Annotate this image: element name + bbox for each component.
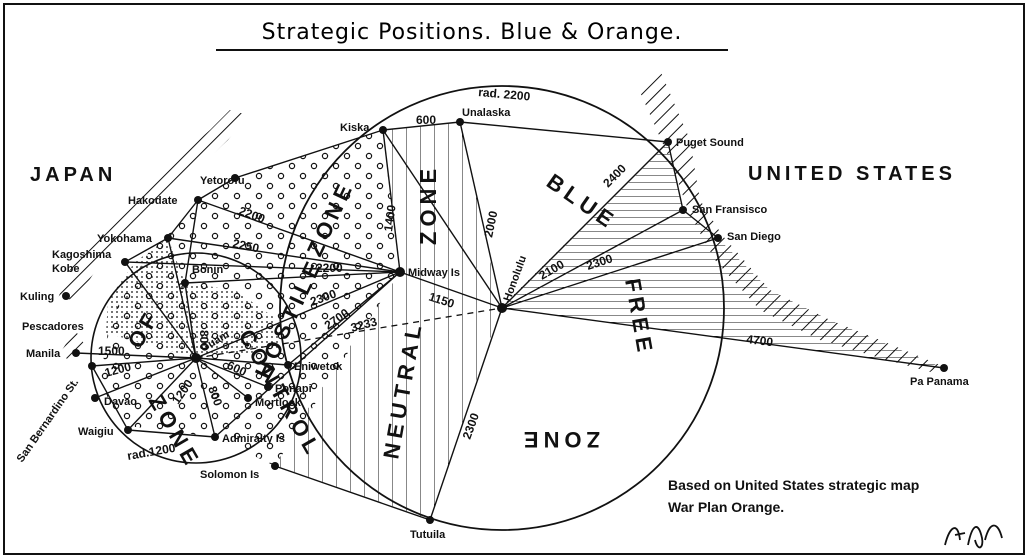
place-sandiego: San Diego (727, 231, 781, 243)
place-kobe: Kobe (52, 263, 80, 275)
dist-800b: 800 (205, 384, 225, 408)
note-line2: War Plan Orange. (668, 499, 784, 515)
place-unalaska: Unalaska (462, 107, 511, 119)
note-line1: Based on United States strategic map (668, 477, 919, 493)
place-pescadores: Pescadores (22, 321, 84, 333)
dist-4700: 4700 (746, 332, 775, 349)
dist-2250: 2250 (231, 236, 260, 255)
label-usa: UNITED STATES (748, 163, 956, 185)
place-midway: Midway Is (408, 267, 460, 279)
place-bonin: Bonin (192, 264, 223, 276)
place-yetorofu: Yetorofu (200, 175, 245, 187)
place-tutuila: Tutuila (410, 529, 446, 541)
place-kagoshima: Kagoshima (52, 249, 112, 261)
dist-2200b: 2200 (316, 261, 343, 275)
dist-800a: 800 (197, 330, 211, 350)
dist-rad2200: rad. 2200 (478, 85, 531, 104)
dist-600: 600 (416, 113, 436, 127)
place-eniwetok: Eniwetok (294, 361, 343, 373)
guam-honolulu-dashed (195, 307, 503, 359)
place-panama: Pa Panama (910, 376, 970, 388)
place-solomon: Solomon Is (200, 469, 259, 481)
location-points (62, 118, 948, 524)
place-ponapi: Ponapi (275, 383, 312, 395)
dist-3233: 3233 (349, 314, 379, 335)
hostile-zone-area (100, 130, 400, 466)
place-waigiu: Waigiu (78, 426, 114, 438)
place-sanfran: San Fransisco (692, 204, 767, 216)
philippines-coast (62, 330, 85, 365)
place-admiralty: Admiralty Is (222, 433, 285, 445)
label-japan: JAPAN (30, 164, 116, 186)
japan-coast (58, 110, 248, 300)
place-yokohama: Yokohama (97, 233, 153, 245)
dist-1400: 1400 (381, 204, 399, 233)
map-title: Strategic Positions. Blue & Orange. (262, 20, 683, 45)
place-manila: Manila (26, 348, 61, 360)
place-kuling: Kuling (20, 291, 54, 303)
dist-1200a: 1200 (103, 359, 133, 380)
label-neutral-zone: ZONE (416, 164, 441, 245)
route-lines (75, 121, 945, 521)
honolulu-radius-circle (279, 85, 725, 531)
map-border (3, 3, 1025, 555)
control-zone-area (106, 238, 280, 358)
place-puget: Puget Sound (676, 137, 744, 149)
dist-1500: 1500 (98, 344, 125, 358)
place-hakodate: Hakodate (128, 195, 178, 207)
place-mortlock: Mortlock (255, 397, 302, 409)
place-davao: Davao (104, 396, 137, 408)
place-kiska: Kiska (340, 122, 370, 134)
place-san-bernardino: San Bernardino St. (15, 377, 82, 465)
label-free-zone: ZONE (519, 427, 600, 452)
guam-radius-circle (90, 252, 302, 464)
signature-mark (944, 524, 1003, 549)
dist-2000: 2000 (481, 209, 500, 238)
